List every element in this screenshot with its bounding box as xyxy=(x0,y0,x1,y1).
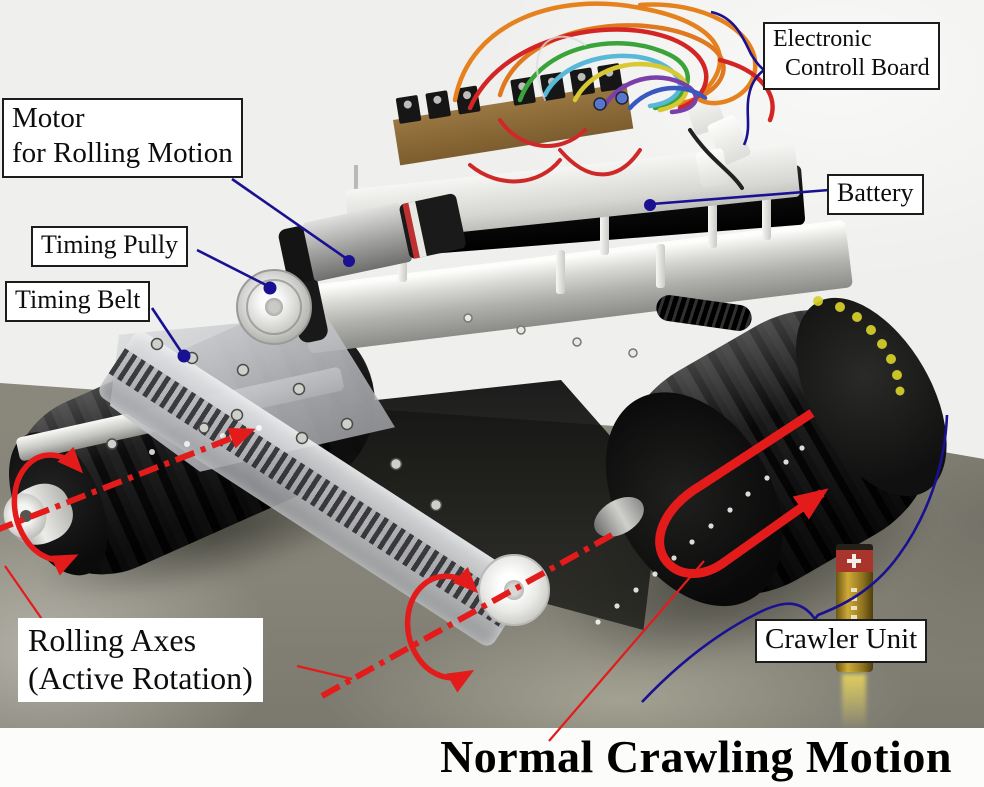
standoff xyxy=(600,195,609,255)
arm-bolts xyxy=(106,337,443,512)
red-leader-lines xyxy=(4,560,705,742)
label-ecb-line2: Controll Board xyxy=(785,55,930,82)
red-crawling-motion-arrow xyxy=(655,409,829,578)
front-axle-pulley xyxy=(478,554,550,626)
aa-battery-reflection xyxy=(842,674,866,728)
board-capacitors xyxy=(593,91,629,111)
blue-leader-lines xyxy=(150,10,949,703)
aa-battery-plus xyxy=(847,559,861,563)
label-electronic-control-board: Electronic Controll Board xyxy=(763,22,940,90)
blue-leader-dots xyxy=(177,199,656,363)
label-ecb-line1: Electronic xyxy=(773,26,872,52)
label-timing-belt: Timing Belt xyxy=(5,281,151,322)
timing-pulley xyxy=(236,269,312,345)
right-crawler-yellow-dots xyxy=(813,296,905,396)
label-motor-line2: for Rolling Motion xyxy=(12,137,233,170)
label-rolling-axes-line1: Rolling Axes xyxy=(28,622,197,658)
colored-wire-bundle xyxy=(452,1,775,123)
crawler-unit-brace-right xyxy=(813,414,949,620)
red-rolling-axis-rear xyxy=(0,428,256,576)
standoff xyxy=(656,244,665,288)
aa-battery-print xyxy=(851,588,857,646)
left-crawler-glints xyxy=(149,425,262,455)
red-rolling-axis-front xyxy=(320,532,614,699)
caption-strip xyxy=(0,728,984,787)
crawler-unit-brace-left xyxy=(641,602,817,703)
aa-battery-cap xyxy=(836,544,873,550)
label-rolling-axes-line2: (Active Rotation) xyxy=(28,659,253,696)
frame-pin xyxy=(354,165,358,197)
control-board-brace xyxy=(710,10,767,146)
label-rolling-axes: Rolling Axes (Active Rotation) xyxy=(18,618,263,702)
timing-pulley-ring xyxy=(246,279,302,335)
standoff xyxy=(708,188,717,248)
beam-screws xyxy=(463,313,638,358)
figure-caption: Normal Crawling Motion xyxy=(440,731,952,782)
photo-detail-overlay xyxy=(106,1,905,625)
standoff xyxy=(762,182,771,240)
label-battery: Battery xyxy=(827,174,924,215)
label-motor: Motor for Rolling Motion xyxy=(2,98,243,178)
right-crawler-seam-sparkles xyxy=(595,445,805,625)
label-crawler-unit: Crawler Unit xyxy=(755,619,928,664)
hookup-wires xyxy=(468,118,744,190)
label-motor-line1: Motor xyxy=(12,102,85,134)
label-timing-pully: Timing Pully xyxy=(31,226,189,267)
standoff xyxy=(556,250,565,294)
timing-pulley-bore xyxy=(265,298,283,316)
